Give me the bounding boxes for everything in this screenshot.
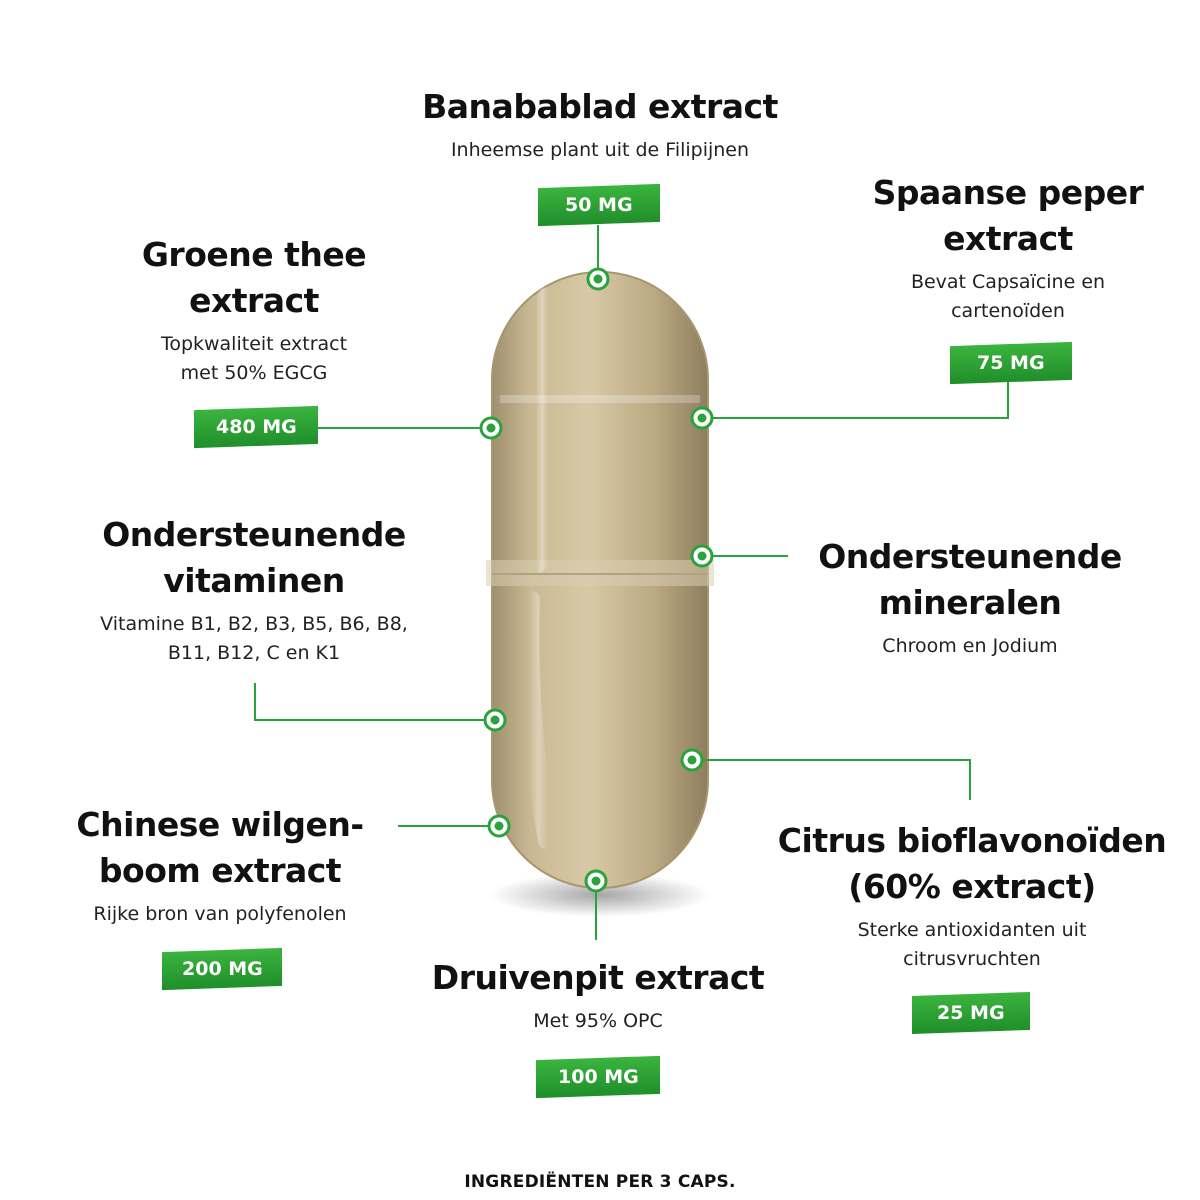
heading-line: Spaanse peper — [872, 173, 1144, 212]
ingredient-description: Topkwaliteit extract met 50% EGCG — [84, 330, 424, 388]
description-line: Topkwaliteit extract — [160, 333, 348, 355]
dose-badge: 75 MG — [950, 341, 1072, 385]
capsule-shadow — [490, 873, 710, 917]
description-line: cartenoïden — [951, 300, 1065, 322]
ingredient-heading: Spaanse peper extract — [838, 170, 1178, 262]
description-line: Chroom en Jodium — [882, 635, 1058, 657]
description-line: B11, B12, C en K1 — [167, 642, 341, 664]
ingredient-banabablad: Banabablad extract Inheemse plant uit de… — [360, 84, 840, 165]
ingredient-druivenpit: Druivenpit extract Met 95% OPC — [380, 955, 816, 1036]
description-line: Inheemse plant uit de Filipijnen — [450, 139, 750, 161]
dose-label: 100 MG — [557, 1066, 639, 1088]
heading-line: extract — [189, 281, 319, 320]
dose-label: 200 MG — [181, 958, 263, 980]
heading-line: Banabablad extract — [422, 87, 778, 126]
dose-badge: 100 MG — [536, 1055, 660, 1099]
heading-line: Groene thee — [141, 235, 367, 274]
description-line: met 50% EGCG — [180, 362, 328, 384]
heading-line: Chinese wilgen- — [76, 805, 364, 844]
heading-line: vitaminen — [163, 561, 345, 600]
ingredient-groene-thee: Groene thee extract Topkwaliteit extract… — [84, 232, 424, 388]
ingredient-vitaminen: Ondersteunende vitaminen Vitamine B1, B2… — [44, 512, 464, 668]
connector-dot-icon — [586, 267, 610, 291]
ingredient-mineralen: Ondersteunende mineralen Chroom en Jodiu… — [770, 534, 1170, 661]
ingredient-heading: Groene thee extract — [84, 232, 424, 324]
ingredient-heading: Ondersteunende mineralen — [770, 534, 1170, 626]
dose-badge: 200 MG — [162, 947, 282, 991]
dose-badge: 480 MG — [194, 405, 318, 449]
description-line: Sterke antioxidanten uit — [857, 919, 1087, 941]
heading-line: mineralen — [878, 583, 1062, 622]
ingredient-heading: Druivenpit extract — [380, 955, 816, 1001]
ingredient-description: Inheemse plant uit de Filipijnen — [360, 136, 840, 165]
description-line: Vitamine B1, B2, B3, B5, B6, B8, — [100, 613, 408, 635]
ingredient-heading: Banabablad extract — [360, 84, 840, 130]
ingredient-description: Vitamine B1, B2, B3, B5, B6, B8, B11, B1… — [44, 610, 464, 668]
heading-line: (60% extract) — [848, 867, 1096, 906]
connector-lines — [254, 225, 1009, 940]
ingredient-description: Rijke bron van polyfenolen — [30, 900, 410, 929]
ingredient-description: Sterke antioxidanten uit citrusvruchten — [752, 916, 1192, 974]
heading-line: Druivenpit extract — [431, 958, 765, 997]
connector-dot-icon — [479, 416, 503, 440]
ingredient-heading: Chinese wilgen- boom extract — [30, 802, 410, 894]
description-line: Bevat Capsaïcine en — [910, 271, 1106, 293]
ingredient-spaanse-peper: Spaanse peper extract Bevat Capsaïcine e… — [838, 170, 1178, 326]
dose-badge: 25 MG — [912, 991, 1030, 1035]
ingredient-citrus: Citrus bioflavonoïden (60% extract) Ster… — [752, 818, 1192, 974]
capsule-image — [486, 271, 714, 889]
description-line: Met 95% OPC — [533, 1010, 663, 1032]
connector-dot-icon — [584, 869, 608, 893]
dose-label: 75 MG — [977, 352, 1045, 374]
heading-line: Ondersteunende — [102, 515, 406, 554]
ingredient-description: Met 95% OPC — [380, 1007, 816, 1036]
ingredient-heading: Citrus bioflavonoïden (60% extract) — [752, 818, 1192, 910]
ingredient-heading: Ondersteunende vitaminen — [44, 512, 464, 604]
ingredient-description: Chroom en Jodium — [770, 632, 1170, 661]
dose-label: 25 MG — [937, 1002, 1005, 1024]
connector-dot-icon — [690, 406, 714, 430]
dose-label: 480 MG — [215, 416, 297, 438]
dose-badge: 50 MG — [538, 183, 660, 227]
heading-line: boom extract — [98, 851, 342, 890]
connector-dot-icon — [483, 708, 507, 732]
ingredient-description: Bevat Capsaïcine en cartenoïden — [838, 268, 1178, 326]
connector-dot-icon — [487, 814, 511, 838]
heading-line: Ondersteunende — [818, 537, 1122, 576]
description-line: Rijke bron van polyfenolen — [93, 903, 347, 925]
connector-dot-icon — [680, 748, 704, 772]
heading-line: Citrus bioflavonoïden — [777, 821, 1167, 860]
dose-label: 50 MG — [565, 194, 633, 216]
footer-caption: INGREDIËNTEN PER 3 CAPS. — [464, 1172, 736, 1192]
ingredient-wilgenboom: Chinese wilgen- boom extract Rijke bron … — [30, 802, 410, 929]
heading-line: extract — [943, 219, 1073, 258]
description-line: citrusvruchten — [903, 948, 1041, 970]
connector-dot-icon — [690, 544, 714, 568]
connector-dots — [479, 267, 714, 893]
